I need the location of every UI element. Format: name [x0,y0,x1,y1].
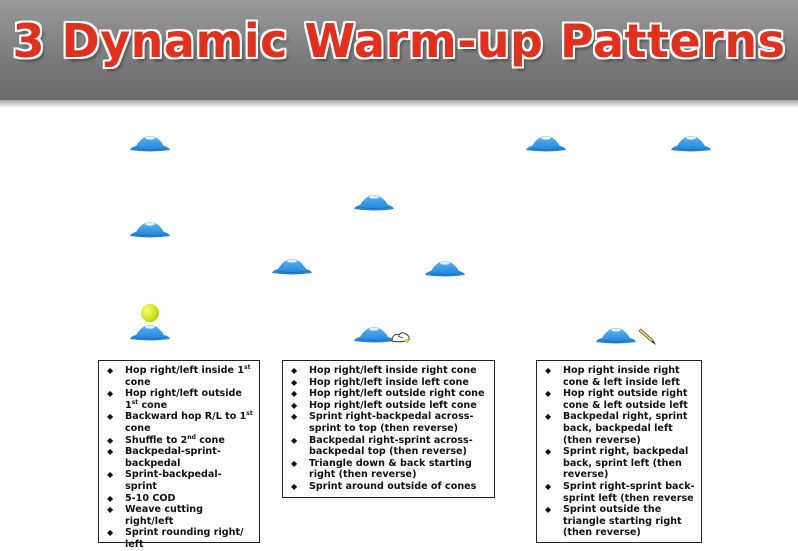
cone-icon [594,326,638,344]
list-item: Sprint around outside of cones [291,481,488,493]
cone-icon [524,134,568,152]
list-item: Backward hop R/L to 1st cone [107,411,253,434]
cone-icon [128,323,172,341]
banner-shadow [0,100,798,108]
cone-icon [352,193,396,211]
list-item: Backpedal right, sprint back, backpedal … [545,411,695,446]
cone-icon [423,259,467,277]
pattern-3-box: Hop right inside right cone & left insid… [536,360,702,543]
list-item: Backpedal right-sprint across-backpedal … [291,435,488,458]
pencil-icon [638,328,657,346]
pattern-3-list: Hop right inside right cone & left insid… [545,365,695,539]
pattern-1-list: Hop right/left inside 1st coneHop right/… [107,364,253,551]
list-item: Triangle down & back starting right (the… [291,458,488,481]
list-item: Hop right/left inside 1st cone [107,364,253,388]
cone-icon [128,220,172,238]
list-item: Sprint rounding right/ left [107,527,253,550]
list-item: Sprint outside the triangle starting rig… [545,504,695,539]
list-item: Hop right/left inside left cone [291,377,488,389]
list-item: Hop right/left inside right cone [291,365,488,377]
cone-icon [270,257,314,275]
running-shoe-icon [391,332,410,343]
cone-icon [669,134,713,152]
pattern-2-list: Hop right/left inside right coneHop righ… [291,365,488,493]
list-item: Sprint right-backpedal across-sprint to … [291,411,488,434]
pattern-1-box: Hop right/left inside 1st coneHop right/… [98,360,260,550]
list-item: Hop right outside right cone & left outs… [545,388,695,411]
list-item: Hop right/left outside 1st cone [107,388,253,411]
list-item: Backpedal-sprint-backpedal [107,446,253,469]
title-banner [0,0,798,100]
list-item: Sprint right-sprint back-sprint left (th… [545,481,695,504]
list-item: Weave cutting right/left [107,504,253,527]
list-item: Hop right inside right cone & left insid… [545,365,695,388]
list-item: Hop right/left outside right cone [291,388,488,400]
list-item: Sprint-backpedal-sprint [107,469,253,492]
list-item: Shuffle to 2nd cone [107,434,253,447]
pattern-2-box: Hop right/left inside right coneHop righ… [282,360,495,498]
page-title: 3 Dynamic Warm-up Patterns [12,14,786,68]
cone-icon [128,134,172,152]
tennis-ball-icon [141,304,159,322]
list-item: Hop right/left outside left cone [291,400,488,412]
list-item: Sprint right, backpedal back, sprint lef… [545,446,695,481]
list-item: 5-10 COD [107,493,253,505]
